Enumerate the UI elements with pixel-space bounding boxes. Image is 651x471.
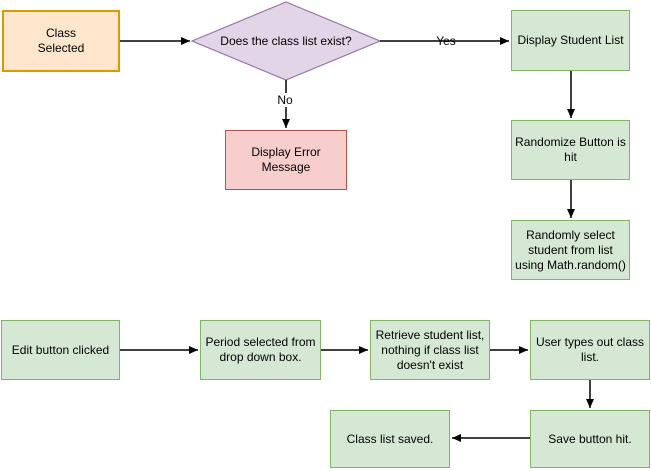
flow-node-display-student-list: Display Student List (511, 10, 630, 71)
flow-node-class-selected: Class Selected (2, 10, 120, 72)
edge-label-yes: Yes (436, 34, 456, 48)
flow-node-randomly-select-student: Randomly select student from list using … (511, 220, 630, 280)
flow-node-display-error-message: Display Error Message (225, 130, 347, 190)
flow-node-retrieve-student-list: Retrieve student list, nothing if class … (370, 320, 490, 380)
flow-node-class-list-saved: Class list saved. (330, 410, 450, 468)
flow-node-randomize-button-hit: Randomize Button is hit (511, 120, 630, 180)
flow-node-decision-label: Does the class list exist? (220, 33, 352, 48)
flow-node-edit-button-clicked: Edit button clicked (1, 320, 120, 380)
flow-node-save-button-hit: Save button hit. (530, 410, 650, 468)
flow-node-period-selected: Period selected from drop down box. (200, 320, 321, 380)
flow-node-user-types-class-list: User types out class list. (530, 320, 650, 380)
edge-label-no: No (275, 93, 295, 107)
